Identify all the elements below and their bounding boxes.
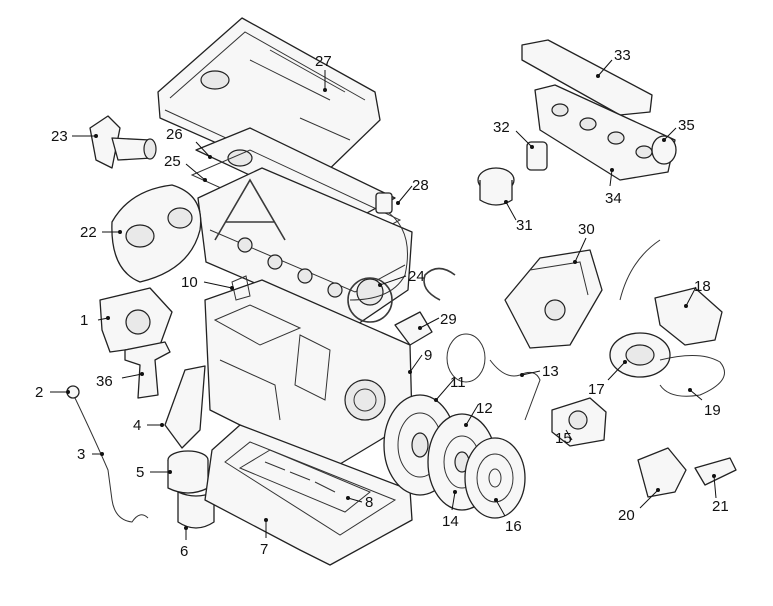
callout-31: 31 <box>516 217 533 234</box>
part-23-thermostat-housing <box>89 115 157 169</box>
watermark <box>214 178 456 323</box>
part-36-oil-pickup <box>124 341 171 399</box>
part-10-head-bolts <box>231 275 251 301</box>
part-31-egr-valve <box>477 167 515 206</box>
part-34-exhaust-manifold <box>534 84 676 181</box>
part-18-bracket <box>654 287 723 346</box>
callout-34: 34 <box>605 190 622 207</box>
part-21-clip <box>694 457 737 486</box>
callout-35: 35 <box>678 117 695 134</box>
callout-13: 13 <box>542 363 559 380</box>
callout-14: 14 <box>442 513 459 530</box>
callout-8: 8 <box>365 494 373 511</box>
callout-15: 15 <box>555 430 572 447</box>
callout-24: 24 <box>408 268 425 285</box>
callout-7: 7 <box>260 541 268 558</box>
part-13-hose <box>489 359 541 421</box>
callout-labels: 1 2 3 4 5 6 7 8 9 10 11 12 13 14 15 16 1… <box>35 47 729 560</box>
callout-9: 9 <box>424 347 432 364</box>
callout-20: 20 <box>618 507 635 524</box>
part-29-valve <box>394 311 433 346</box>
part-5-filter-adapter <box>167 450 209 494</box>
engine-block <box>204 279 413 471</box>
callout-25: 25 <box>164 153 181 170</box>
callout-17: 17 <box>588 381 605 398</box>
part-35-manifold-flange <box>651 135 677 165</box>
part-6-oil-filter <box>177 491 215 529</box>
part-30-intake-housing <box>504 249 603 349</box>
callout-16: 16 <box>505 518 522 535</box>
part-20-housing <box>637 447 687 498</box>
callout-19: 19 <box>704 402 721 419</box>
callout-1: 1 <box>80 312 88 329</box>
callout-22: 22 <box>80 224 97 241</box>
callout-36: 36 <box>96 373 113 390</box>
callout-29: 29 <box>440 311 457 328</box>
callout-28: 28 <box>412 177 429 194</box>
callout-6: 6 <box>180 543 188 560</box>
callout-27: 27 <box>315 53 332 70</box>
callout-23: 23 <box>51 128 68 145</box>
callout-5: 5 <box>136 464 144 481</box>
part-19-pipe <box>659 355 725 397</box>
part-24-cylinder-head <box>197 167 413 327</box>
part-28-sensor <box>375 192 393 214</box>
leader-lines <box>50 59 717 540</box>
part-4-bracket <box>164 365 206 449</box>
callout-21: 21 <box>712 498 729 515</box>
part-17-water-pump <box>609 239 671 378</box>
callout-26: 26 <box>166 126 183 143</box>
callout-10: 10 <box>181 274 198 291</box>
part-3-dipstick <box>74 397 149 523</box>
part-8-baffle <box>238 449 371 513</box>
callout-18: 18 <box>694 278 711 295</box>
part-32-egr-solenoid <box>526 141 548 171</box>
callout-11: 11 <box>450 374 466 391</box>
callout-32: 32 <box>493 119 510 136</box>
part-15-starter <box>551 397 607 447</box>
part-7-oil-pan <box>204 424 413 566</box>
callout-12: 12 <box>476 400 493 417</box>
part-11-seal-ring <box>446 333 486 383</box>
callout-2: 2 <box>35 384 43 401</box>
callout-3: 3 <box>77 446 85 463</box>
callout-33: 33 <box>614 47 631 64</box>
callout-4: 4 <box>133 417 141 434</box>
part-27-rocker-cover <box>157 17 381 181</box>
part-33-fuel-rail <box>521 39 653 116</box>
part-22-timing-cover <box>111 184 202 283</box>
callout-30: 30 <box>578 221 595 238</box>
part-16-clutch-disc <box>464 437 526 519</box>
